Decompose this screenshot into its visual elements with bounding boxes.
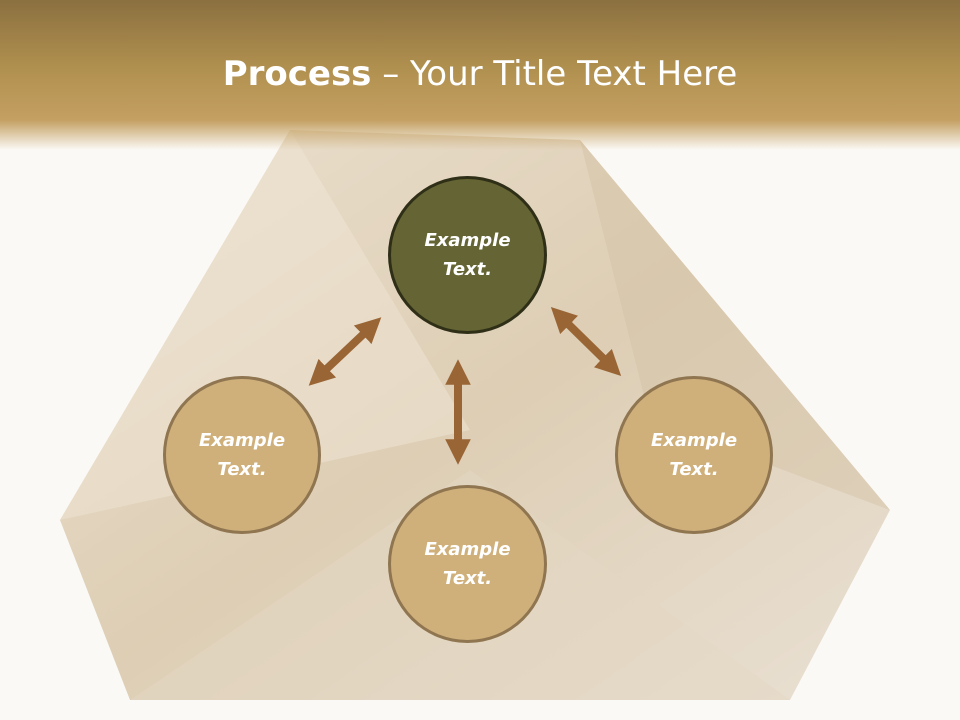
title-banner (0, 0, 960, 150)
arrow-top-left (308, 317, 382, 386)
node-label-line1: Example (650, 430, 738, 451)
page-title: Process – Your Title Text Here (0, 52, 960, 96)
node-label-line2: Text. (442, 568, 493, 589)
node-label-line1: Example (424, 539, 511, 560)
node-label-line2: Text. (217, 459, 267, 480)
node-label-line1: Example (198, 430, 286, 451)
node-label-line2: Text. (442, 259, 493, 280)
title-rest: – Your Title Text Here (371, 54, 738, 94)
arrow-top-right (550, 307, 622, 376)
node-label-line2: Text. (669, 459, 719, 480)
title-bold: Process (222, 54, 372, 94)
node-label-line1: Example (424, 230, 511, 251)
